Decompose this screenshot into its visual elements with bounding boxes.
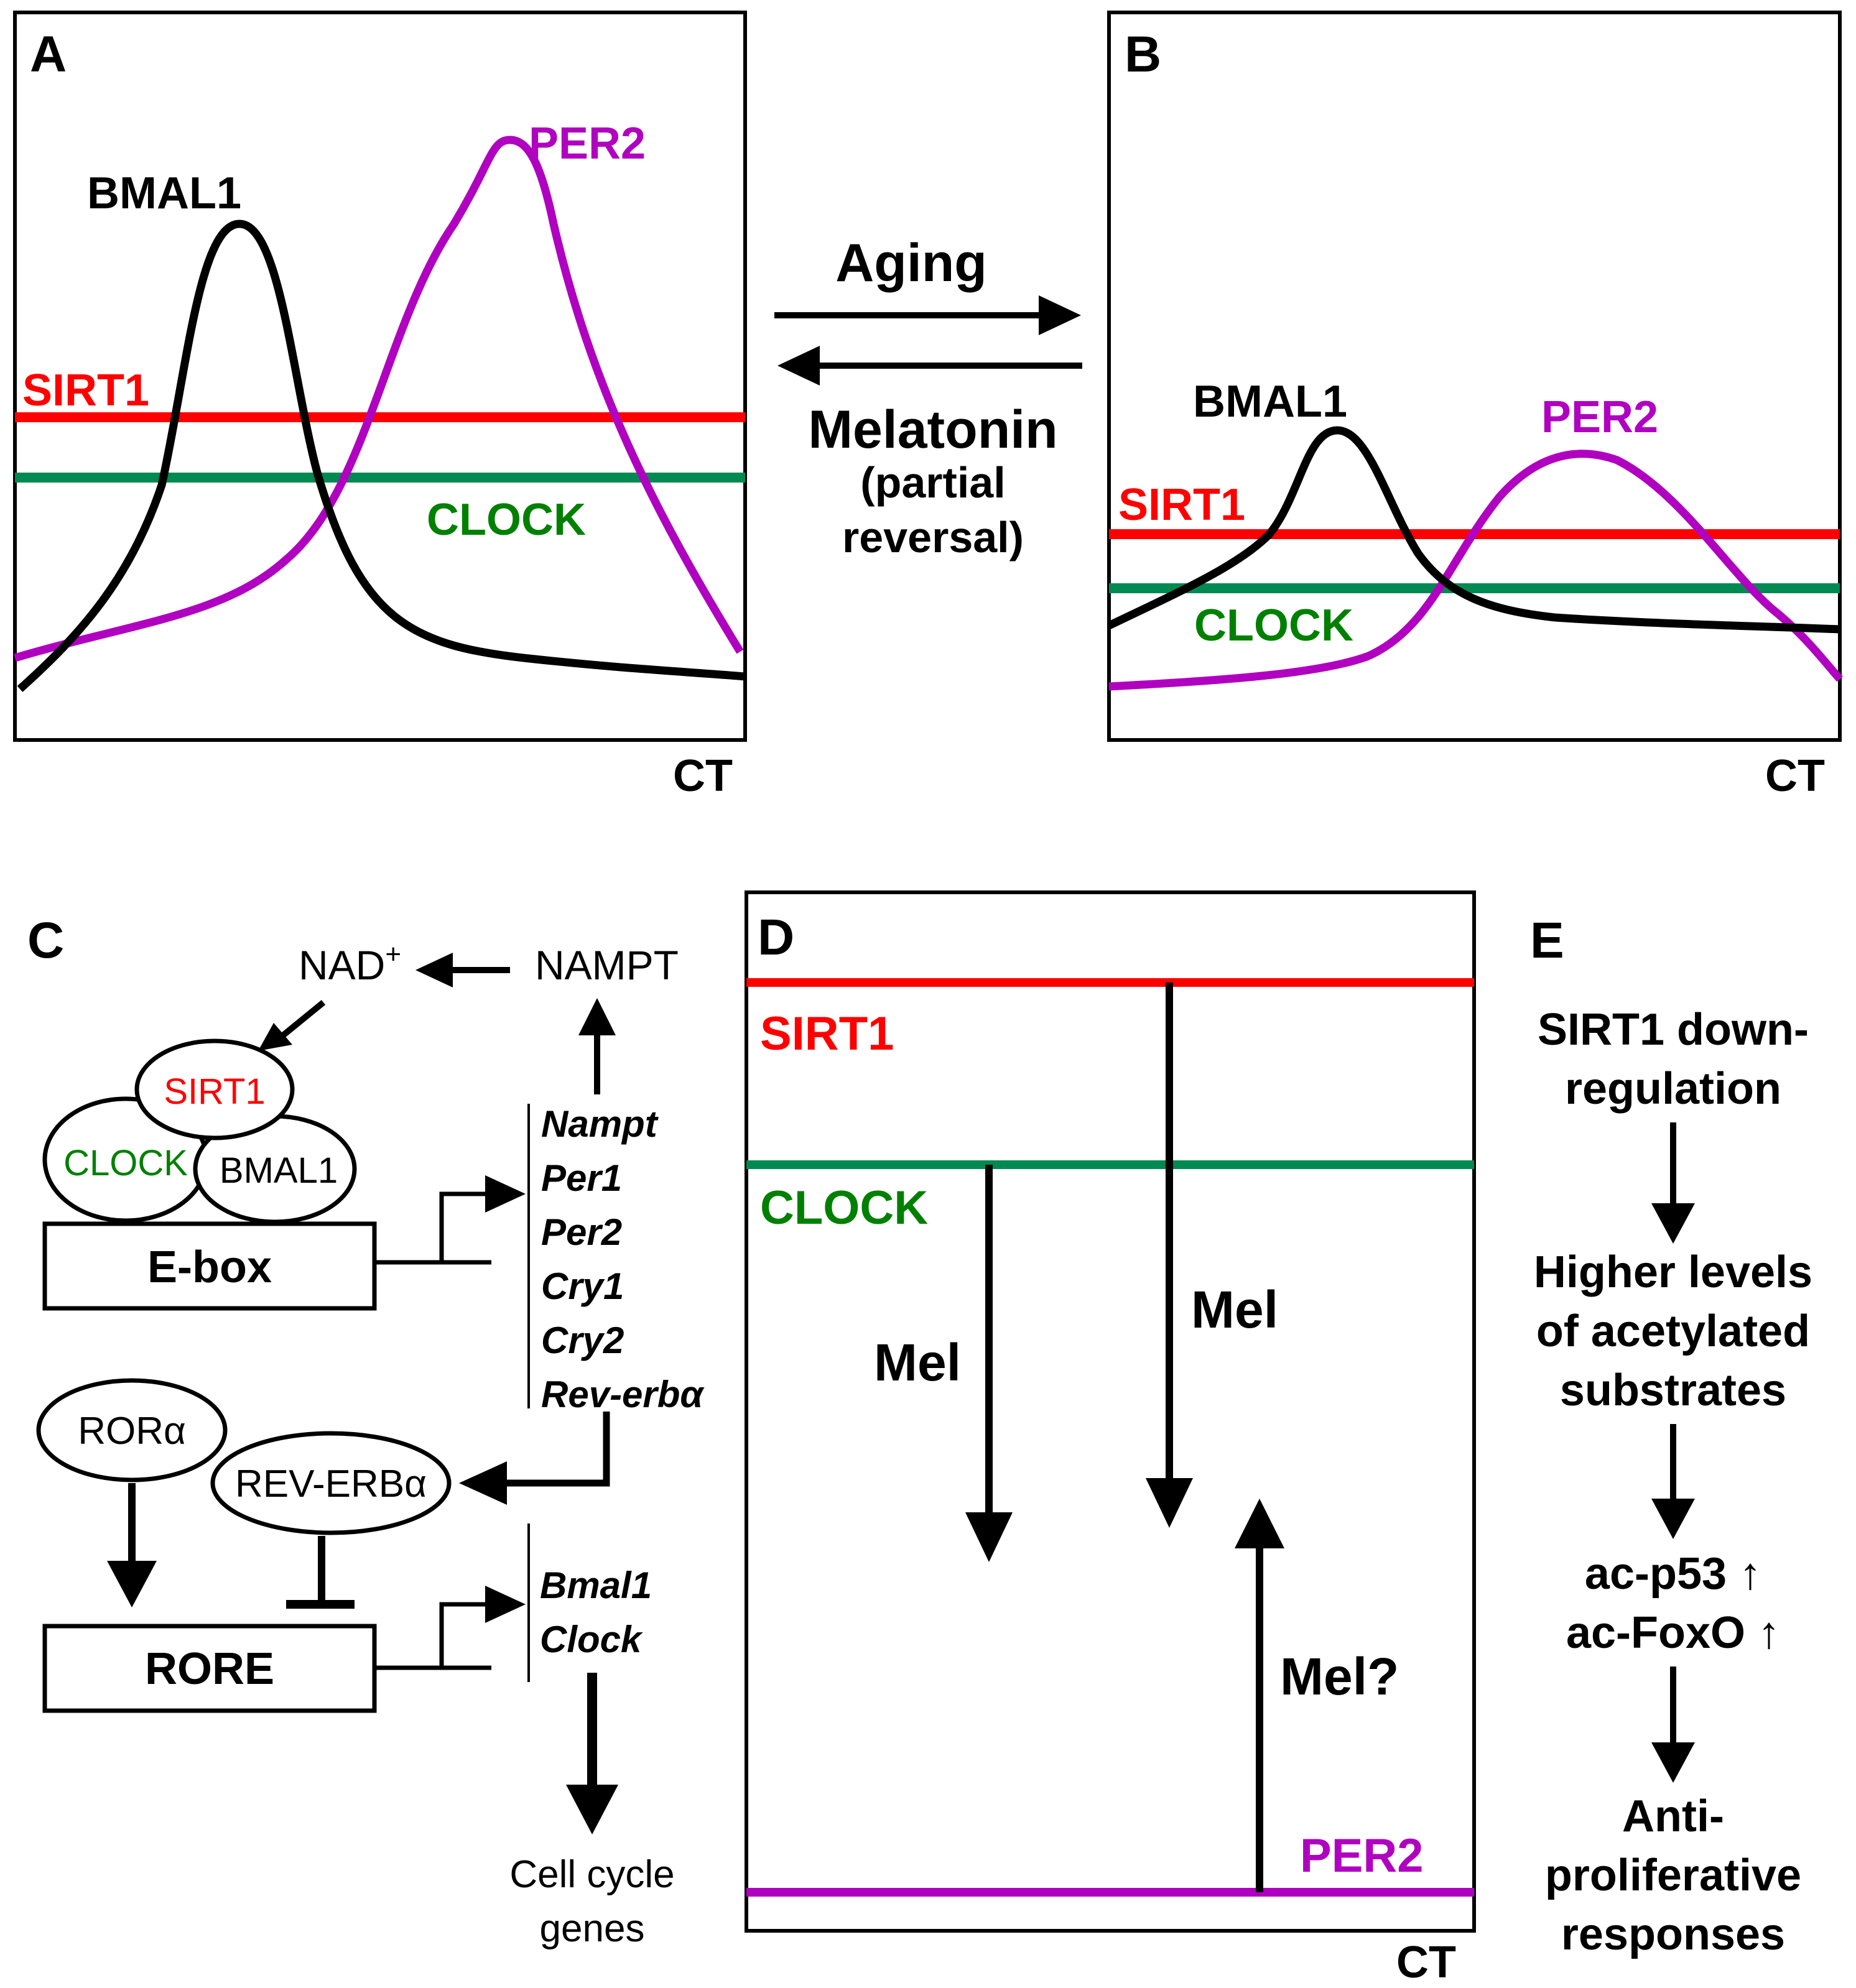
e-step1-line2: regulation	[1565, 1064, 1781, 1114]
panel-a: A BMAL1 PER2 SIRT1 CLOCK CT	[13, 11, 747, 801]
mel-per2-label: Mel?	[1280, 1647, 1399, 1706]
ebox-element	[42, 1221, 377, 1311]
panel-a-sirt1-label: SIRT1	[22, 366, 149, 415]
ebox-promoter-arrowhead	[485, 1175, 526, 1213]
gene-cry2: Cry2	[541, 1320, 624, 1361]
reverba-label: REV-ERBα	[235, 1463, 427, 1505]
panel-a-per2-curve	[14, 136, 744, 662]
e-step2-line1: Higher levels	[1534, 1247, 1812, 1297]
aging-label: Aging	[835, 233, 987, 293]
gene-group2: Bmal1 Clock	[540, 1565, 652, 1660]
rore-label: RORE	[145, 1644, 274, 1694]
panel-b: B BMAL1 PER2 SIRT1 CLOCK CT	[1107, 11, 1843, 801]
partial-label: (partial	[860, 458, 1005, 507]
panel-e: E SIRT1 down- regulation Higher levels o…	[1530, 912, 1812, 1959]
panel-b-axis-label: CT	[1765, 751, 1825, 801]
gene-clock: Clock	[540, 1619, 643, 1660]
aging-arrowhead	[1039, 295, 1081, 335]
nampt-label: NAMPT	[535, 942, 679, 988]
genes-to-nampt-arrowhead	[578, 998, 616, 1035]
panel-b-sirt1-label: SIRT1	[1118, 480, 1245, 530]
mel-per2-up-arrowhead	[1235, 1499, 1284, 1548]
panel-d-sirt1-label: SIRT1	[760, 1007, 894, 1060]
panel-a-per2-label: PER2	[529, 119, 646, 169]
panel-a-bmal1-curve	[17, 220, 746, 692]
panel-b-letter: B	[1125, 26, 1161, 83]
rora-label: RORα	[78, 1410, 186, 1453]
mel-sirt1-label: Mel	[1191, 1280, 1278, 1339]
gene-bmal1: Bmal1	[540, 1565, 652, 1606]
aging-melatonin-arrows: Aging Melatonin (partial reversal)	[774, 233, 1082, 562]
nad-superscript: +	[385, 939, 401, 969]
panel-a-frame	[13, 11, 747, 742]
mel-sirt1-down-arrowhead	[1146, 1478, 1193, 1528]
ebox-promoter-line	[374, 1191, 491, 1265]
reversal-label: reversal)	[842, 513, 1024, 562]
panel-c-letter: C	[27, 912, 64, 969]
e-step3-line2: ac-FoxO ↑	[1566, 1608, 1780, 1658]
panel-d-axis-label: CT	[1396, 1938, 1456, 1987]
panel-b-frame	[1107, 11, 1842, 742]
reverba-feedback-arrowhead	[459, 1461, 507, 1505]
e-step2-line2: of acetylated	[1536, 1306, 1810, 1356]
e-step4-line3: responses	[1561, 1910, 1785, 1959]
gene-cry1: Cry1	[541, 1265, 624, 1307]
bmal1-protein-label: BMAL1	[220, 1150, 338, 1191]
panel-a-axis-label: CT	[673, 751, 733, 801]
nad-to-sirt1-arrow-shaft	[281, 1000, 326, 1038]
nad-text: NAD	[299, 942, 385, 988]
ebox-label: E-box	[147, 1242, 272, 1292]
cellcycle-label-1: Cell cycle	[509, 1853, 674, 1896]
nampt-to-nad-arrowhead	[415, 953, 453, 987]
reverba-feedback-line	[504, 1412, 610, 1487]
e-step3-line1: ac-p53 ↑	[1585, 1549, 1761, 1599]
rora-activation-arrowhead	[107, 1561, 157, 1607]
nad-to-sirt1-arrowhead	[258, 1023, 292, 1051]
panel-a-bmal1-label: BMAL1	[87, 169, 241, 218]
panel-a-letter: A	[30, 26, 67, 83]
sirt1-protein	[134, 1038, 295, 1140]
nad-label: NAD+	[299, 939, 401, 988]
clock-protein-label: CLOCK	[63, 1143, 188, 1183]
panel-d-per2-label: PER2	[1300, 1829, 1424, 1882]
panel-b-bmal1-label: BMAL1	[1193, 377, 1347, 427]
panel-e-letter: E	[1530, 912, 1564, 969]
e-step1-line1: SIRT1 down-	[1538, 1005, 1809, 1055]
gene-group1: Nampt Per1 Per2 Cry1 Cry2 Rev-erbα	[541, 1103, 705, 1415]
e-step4-line1: Anti-	[1622, 1792, 1724, 1841]
e-arrow1-head	[1651, 1203, 1695, 1244]
e-arrow2-head	[1651, 1499, 1695, 1539]
gene-rev-erba: Rev-erbα	[541, 1374, 705, 1415]
mel-clock-down-arrowhead	[965, 1512, 1013, 1562]
panel-d: D SIRT1 CLOCK PER2 Mel Mel Mel? CT	[745, 890, 1476, 1987]
panel-d-clock-label: CLOCK	[760, 1181, 928, 1234]
rore-promoter-line	[374, 1602, 491, 1670]
e-step2-line3: substrates	[1560, 1366, 1786, 1415]
e-step4-line2: proliferative	[1545, 1851, 1801, 1900]
rora-protein	[36, 1378, 228, 1482]
gene-nampt: Nampt	[541, 1103, 659, 1145]
panel-d-frame	[745, 890, 1476, 1933]
reverba-protein	[210, 1431, 452, 1535]
panel-a-clock-label: CLOCK	[427, 495, 586, 545]
cellcycle-label-2: genes	[540, 1907, 645, 1950]
panel-c: C NAD+ NAMPT SIRT1 CLOCK BMAL1 E-box Nam…	[27, 912, 705, 1950]
melatonin-arrowhead	[777, 346, 820, 386]
to-cellcycle-arrowhead	[566, 1785, 618, 1834]
mel-clock-label: Mel	[874, 1333, 961, 1392]
panel-b-bmal1-curve	[1107, 426, 1840, 634]
panel-d-letter: D	[758, 909, 794, 966]
panel-b-per2-label: PER2	[1541, 392, 1658, 442]
panel-b-clock-label: CLOCK	[1194, 601, 1353, 650]
rore-element	[42, 1624, 377, 1713]
sirt1-protein-label: SIRT1	[164, 1071, 265, 1112]
melatonin-label: Melatonin	[808, 400, 1057, 460]
panel-b-per2-curve	[1108, 450, 1843, 691]
e-arrow3-head	[1651, 1742, 1695, 1783]
gene-per1: Per1	[541, 1157, 622, 1199]
rore-promoter-arrowhead	[485, 1586, 526, 1623]
gene-per2: Per2	[541, 1211, 622, 1253]
